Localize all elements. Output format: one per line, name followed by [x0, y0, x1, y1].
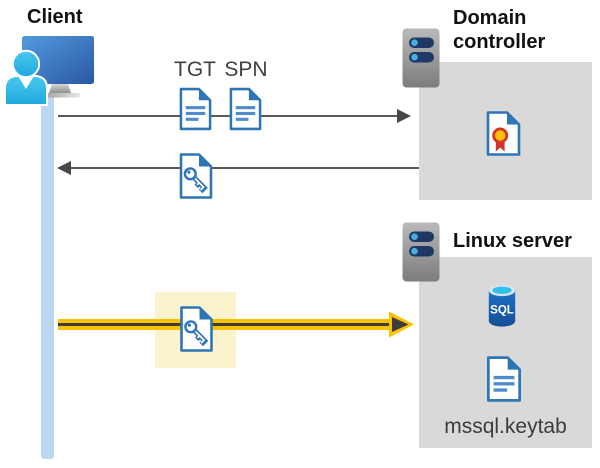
linux-server-icon [402, 222, 440, 282]
sql-database-icon: SQL [488, 284, 516, 327]
client-timeline [41, 95, 54, 459]
linux-server-label: Linux server [453, 230, 572, 252]
user-icon [4, 49, 48, 106]
keytab-document-icon [486, 356, 522, 402]
service-ticket-key-icon [179, 153, 213, 199]
sql-badge-text: SQL [490, 305, 514, 317]
client-computer-icon [4, 36, 94, 106]
yellow-arrowhead-icon [389, 311, 414, 338]
certificate-icon [486, 111, 521, 156]
keytab-ticket-key-icon [180, 306, 213, 352]
arrowhead-right-icon [397, 109, 411, 123]
spn-label: SPN [224, 58, 268, 81]
dc-server-icon [402, 28, 440, 88]
keytab-filename-label: mssql.keytab [444, 415, 567, 438]
arrow-client-to-dc-line [58, 115, 398, 117]
tgt-document-icon [179, 87, 212, 131]
arrow-dc-to-client-line [71, 167, 419, 169]
arrowhead-left-icon [57, 161, 71, 175]
monitor-icon [22, 36, 94, 98]
client-label: Client [27, 6, 83, 28]
spn-document-icon [229, 87, 262, 131]
tgt-label: TGT [174, 58, 216, 81]
yellow-arrow-core [58, 323, 391, 326]
domain-controller-label: Domain controller [453, 7, 546, 53]
